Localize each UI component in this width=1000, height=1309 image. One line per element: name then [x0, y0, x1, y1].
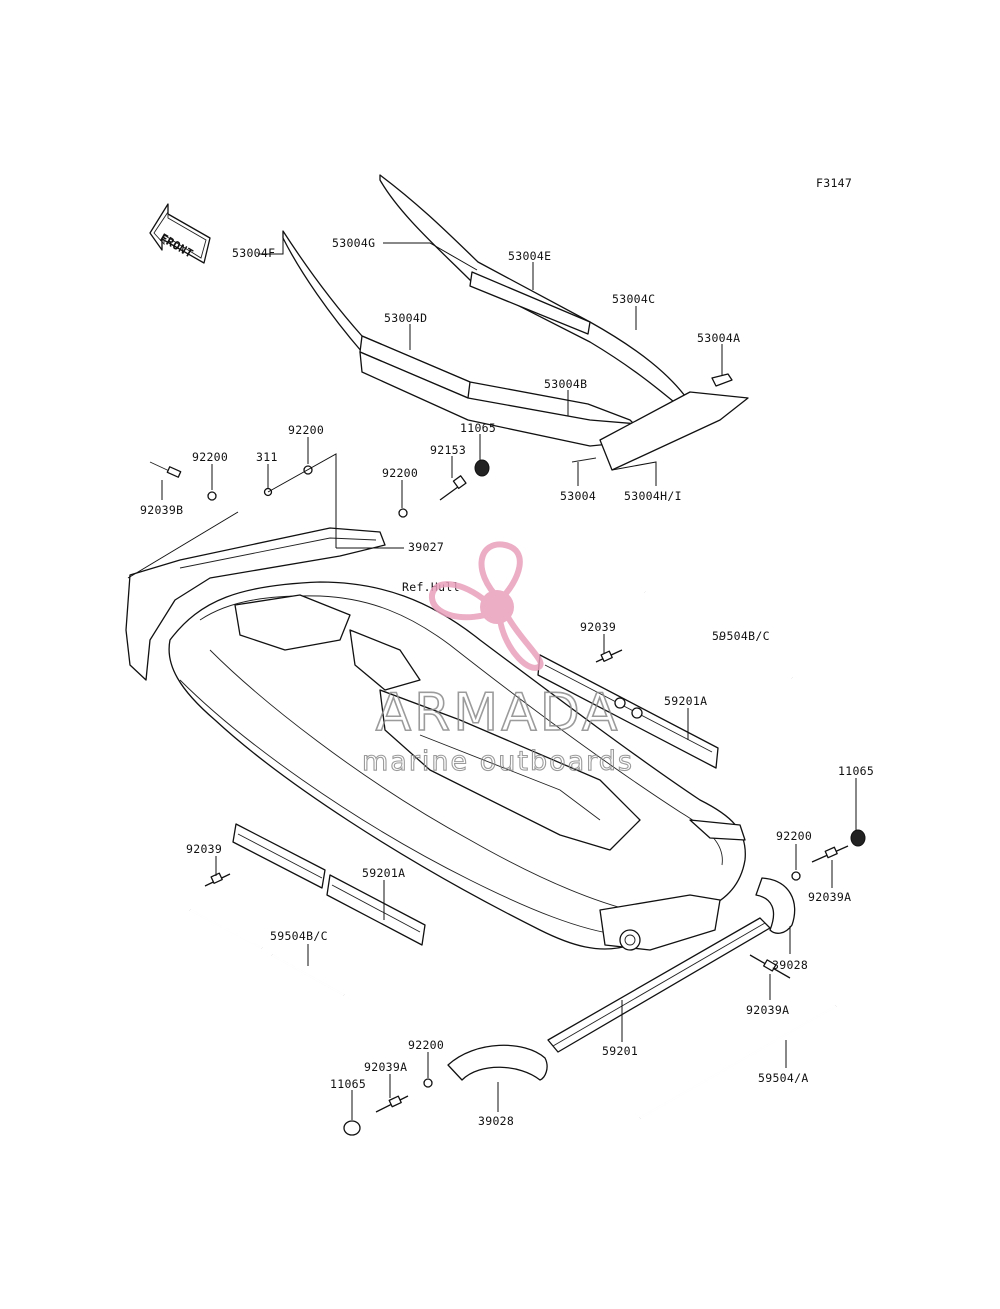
label-92039A-bl: 92039A [364, 1060, 407, 1074]
label-53004: 53004 [560, 489, 596, 503]
label-59504BC-r: 59504B/C [712, 629, 770, 643]
label-53004C: 53004C [612, 292, 655, 306]
label-92039-l: 92039 [186, 842, 222, 856]
label-59201A-r: 59201A [664, 694, 707, 708]
leaders [161, 236, 857, 1120]
label-92039A-r1: 92039A [808, 890, 851, 904]
label-92200-b: 92200 [288, 423, 324, 437]
label-11065-top: 11065 [460, 421, 496, 435]
label-92153: 92153 [430, 443, 466, 457]
label-59504BC-l: 59504B/C [270, 929, 328, 943]
cap-icon [343, 1120, 361, 1136]
cap-icon [474, 459, 490, 477]
label-53004A: 53004A [697, 331, 740, 345]
left-rails [189, 823, 426, 996]
label-92200-c: 92200 [382, 466, 418, 480]
washer-icon [398, 508, 408, 518]
front-arrow-icon: FRONT [149, 203, 211, 264]
label-39028-bl: 39028 [478, 1114, 514, 1128]
label-39028-r: 39028 [772, 958, 808, 972]
label-53004HI: 53004H/I [624, 489, 682, 503]
intake-icon [619, 929, 641, 951]
right-rails [537, 590, 793, 769]
label-311: 311 [256, 450, 278, 464]
part-labels: 53004G 53004E 53004F 53004C 53004D 53004… [140, 236, 874, 1128]
label-92200-a: 92200 [192, 450, 228, 464]
figure-code: F3147 [816, 176, 852, 190]
watermark: ARMADA marine outboards [361, 541, 634, 778]
pad-53004A [711, 373, 733, 387]
label-92039A-r2: 92039A [746, 1003, 789, 1017]
watermark-tagline: marine outboards [362, 746, 634, 777]
label-53004B: 53004B [544, 377, 587, 391]
lower-right-hardware [547, 829, 866, 1119]
washer-icon [423, 1078, 433, 1088]
label-92039-r: 92039 [580, 620, 616, 634]
pad-53004 [571, 457, 597, 463]
label-53004D: 53004D [384, 311, 427, 325]
label-92200-bl: 92200 [408, 1038, 444, 1052]
label-39027: 39027 [408, 540, 444, 554]
bottom-left-hardware [343, 1044, 548, 1136]
label-53004E: 53004E [508, 249, 551, 263]
label-11065-r: 11065 [838, 764, 874, 778]
washer-icon [791, 871, 801, 881]
pad-53004HI [599, 391, 749, 471]
label-53004F: 53004F [232, 246, 275, 260]
label-11065-bl: 11065 [330, 1077, 366, 1091]
label-59201: 59201 [602, 1044, 638, 1058]
pad-53004E [469, 271, 591, 335]
part-39028 [447, 1044, 548, 1081]
washer-icon [207, 491, 217, 501]
seat-pads [282, 174, 749, 471]
label-59504A: 59504/A [758, 1071, 809, 1085]
cap-icon [850, 829, 866, 847]
label-92039B: 92039B [140, 503, 183, 517]
label-53004G: 53004G [332, 236, 375, 250]
label-92200-r: 92200 [776, 829, 812, 843]
propeller-logo-icon [429, 541, 544, 671]
watermark-brand: ARMADA [376, 683, 621, 743]
label-59201A-l: 59201A [362, 866, 405, 880]
hull [168, 581, 746, 951]
